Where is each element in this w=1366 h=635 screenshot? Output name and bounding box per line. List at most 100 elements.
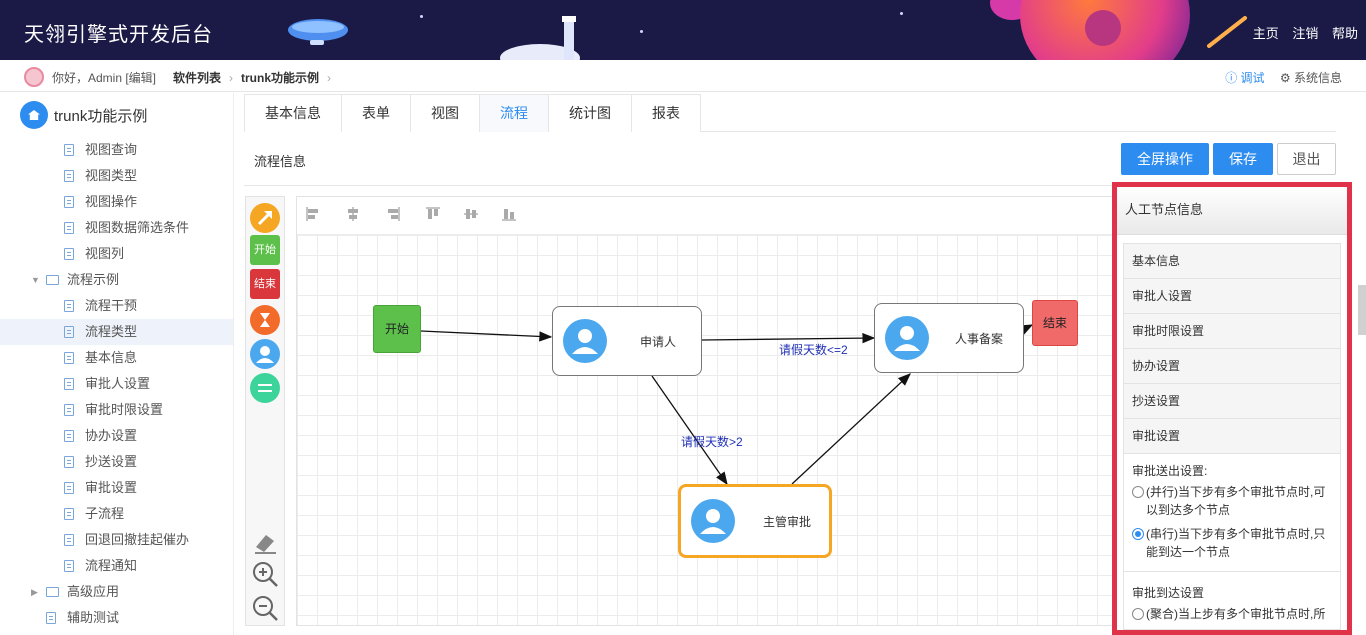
- radio-button[interactable]: [1132, 486, 1144, 498]
- sidebar-item-basic-info[interactable]: 基本信息: [0, 345, 233, 371]
- star-decoration: [900, 12, 903, 15]
- edge-label-le2[interactable]: 请假天数<=2: [779, 343, 848, 357]
- sidebar-tree: 视图查询 视图类型 视图操作 视图数据筛选条件 视图列 ▼ 流程示例 流程干预 流…: [0, 137, 233, 631]
- start-node-tool[interactable]: 开始: [250, 235, 280, 265]
- flow-node-start[interactable]: 开始: [373, 305, 421, 353]
- sidebar-item-view-type[interactable]: 视图类型: [0, 163, 233, 189]
- user-greeting[interactable]: 你好，Admin [编辑]: [52, 71, 157, 85]
- align-right-icon[interactable]: [385, 206, 401, 222]
- sidebar-item-flow-intervene[interactable]: 流程干预: [0, 293, 233, 319]
- zoom-out-icon[interactable]: [250, 593, 280, 623]
- sidebar-item-label: 基本信息: [85, 350, 138, 365]
- document-icon: [64, 300, 74, 312]
- divider: [244, 185, 1114, 186]
- sidebar-item-flow-type[interactable]: 流程类型: [0, 319, 233, 345]
- home-link[interactable]: 主页: [1252, 26, 1279, 41]
- align-middle-icon[interactable]: [463, 206, 479, 222]
- merge-node-tool-icon[interactable]: [250, 373, 280, 403]
- breadcrumb-software-list[interactable]: 软件列表: [173, 71, 222, 85]
- logout-link[interactable]: 注销: [1292, 26, 1319, 41]
- send-option-serial[interactable]: (串行)当下步有多个审批节点时,只能到达一个节点: [1124, 525, 1340, 567]
- debug-link[interactable]: ⓘ 调试: [1225, 71, 1264, 85]
- app-header: 天翎引擎式开发后台 主页 注销 帮助: [0, 0, 1366, 60]
- panel-section: 基本信息 审批人设置 审批时限设置 协办设置 抄送设置 审批设置 审批送出设置:…: [1123, 243, 1341, 630]
- fullscreen-button[interactable]: 全屏操作: [1121, 143, 1209, 175]
- align-toolbar: [297, 197, 1113, 235]
- radio-button-checked[interactable]: [1132, 528, 1144, 540]
- document-icon: [46, 612, 56, 624]
- tab-form[interactable]: 表单: [341, 94, 411, 132]
- flow-node-end[interactable]: 结束: [1032, 300, 1078, 346]
- user-node-tool-icon[interactable]: [250, 339, 280, 369]
- align-top-icon[interactable]: [425, 206, 441, 222]
- sidebar-item-assist[interactable]: 协办设置: [0, 423, 233, 449]
- arrive-option-merge[interactable]: (聚合)当上步有多个审批节点时,所: [1124, 605, 1340, 629]
- sidebar-item-label: 回退回撤挂起催办: [85, 532, 190, 547]
- tab-flow[interactable]: 流程: [479, 94, 549, 132]
- edge-manager-to-hr: [791, 373, 911, 485]
- sidebar-item-label: 审批时限设置: [85, 402, 164, 417]
- panel-row-cc[interactable]: 抄送设置: [1124, 384, 1340, 419]
- save-button[interactable]: 保存: [1213, 143, 1273, 175]
- panel-row-approver[interactable]: 审批人设置: [1124, 279, 1340, 314]
- sidebar-folder-advanced[interactable]: ▶ 高级应用: [0, 579, 233, 605]
- end-node-tool[interactable]: 结束: [250, 269, 280, 299]
- sidebar-item-time-limit[interactable]: 审批时限设置: [0, 397, 233, 423]
- arrow-tool-icon[interactable]: [250, 203, 280, 233]
- document-icon: [64, 378, 74, 390]
- sidebar-item-notify[interactable]: 流程通知: [0, 553, 233, 579]
- zoom-in-icon[interactable]: [250, 559, 280, 589]
- sidebar-item-aux-test[interactable]: 辅助测试: [0, 605, 233, 631]
- sidebar-item-view-column[interactable]: 视图列: [0, 241, 233, 267]
- sidebar-item-label: 流程示例: [67, 272, 120, 287]
- sidebar-item-view-action[interactable]: 视图操作: [0, 189, 233, 215]
- document-icon: [64, 404, 74, 416]
- sidebar-item-view-query[interactable]: 视图查询: [0, 137, 233, 163]
- sidebar-item-label: 视图列: [85, 246, 125, 261]
- tab-view[interactable]: 视图: [410, 94, 480, 132]
- sidebar-item-view-filter[interactable]: 视图数据筛选条件: [0, 215, 233, 241]
- sidebar-item-subflow[interactable]: 子流程: [0, 501, 233, 527]
- sidebar-folder-flow-example[interactable]: ▼ 流程示例: [0, 267, 233, 293]
- edge-label-gt2[interactable]: 请假天数>2: [681, 435, 743, 449]
- caret-down-icon[interactable]: ▼: [31, 275, 40, 285]
- flow-canvas[interactable]: 开始 申请人 人事备案 主管审批 结束 请假天数<=2 请假天数>2: [296, 196, 1114, 626]
- hourglass-tool-icon[interactable]: [250, 305, 280, 335]
- tab-basic-info[interactable]: 基本信息: [244, 94, 342, 132]
- sidebar-title[interactable]: trunk功能示例: [54, 108, 148, 125]
- tab-chart[interactable]: 统计图: [548, 94, 632, 132]
- document-icon: [64, 352, 74, 364]
- panel-row-approval[interactable]: 审批设置: [1124, 419, 1340, 454]
- sidebar-item-label: 高级应用: [67, 584, 120, 599]
- system-info-link[interactable]: ⚙ 系统信息: [1280, 71, 1342, 85]
- panel-row-time-limit[interactable]: 审批时限设置: [1124, 314, 1340, 349]
- align-center-icon[interactable]: [345, 206, 361, 222]
- exit-button[interactable]: 退出: [1277, 143, 1336, 175]
- panel-row-basic-info[interactable]: 基本信息: [1124, 244, 1340, 279]
- align-bottom-icon[interactable]: [501, 206, 517, 222]
- align-left-icon[interactable]: [305, 206, 321, 222]
- sidebar-item-rollback[interactable]: 回退回撤挂起催办: [0, 527, 233, 553]
- node-label: 申请人: [640, 335, 677, 349]
- home-icon[interactable]: [20, 101, 48, 129]
- sidebar-item-label: 视图数据筛选条件: [85, 220, 190, 235]
- panel-collapse-handle[interactable]: [1358, 285, 1366, 335]
- send-option-parallel[interactable]: (并行)当下步有多个审批节点时,可以到达多个节点: [1124, 483, 1340, 525]
- flow-node-applicant[interactable]: 申请人: [552, 306, 702, 376]
- flow-toolbox: 开始 结束: [245, 196, 285, 626]
- radio-button[interactable]: [1132, 608, 1144, 620]
- breadcrumb-trunk[interactable]: trunk功能示例: [241, 71, 320, 85]
- caret-right-icon[interactable]: ▶: [31, 587, 38, 597]
- avatar[interactable]: [24, 67, 44, 87]
- eraser-icon[interactable]: [250, 527, 280, 557]
- panel-row-assist[interactable]: 协办设置: [1124, 349, 1340, 384]
- flow-node-hr-filing[interactable]: 人事备案: [874, 303, 1024, 373]
- document-icon: [64, 456, 74, 468]
- tab-report[interactable]: 报表: [631, 94, 701, 132]
- sidebar-item-approval[interactable]: 审批设置: [0, 475, 233, 501]
- sidebar-item-approver[interactable]: 审批人设置: [0, 371, 233, 397]
- help-link[interactable]: 帮助: [1331, 26, 1358, 41]
- flow-node-manager-approval[interactable]: 主管审批: [678, 484, 832, 558]
- document-icon: [64, 170, 74, 182]
- sidebar-item-cc[interactable]: 抄送设置: [0, 449, 233, 475]
